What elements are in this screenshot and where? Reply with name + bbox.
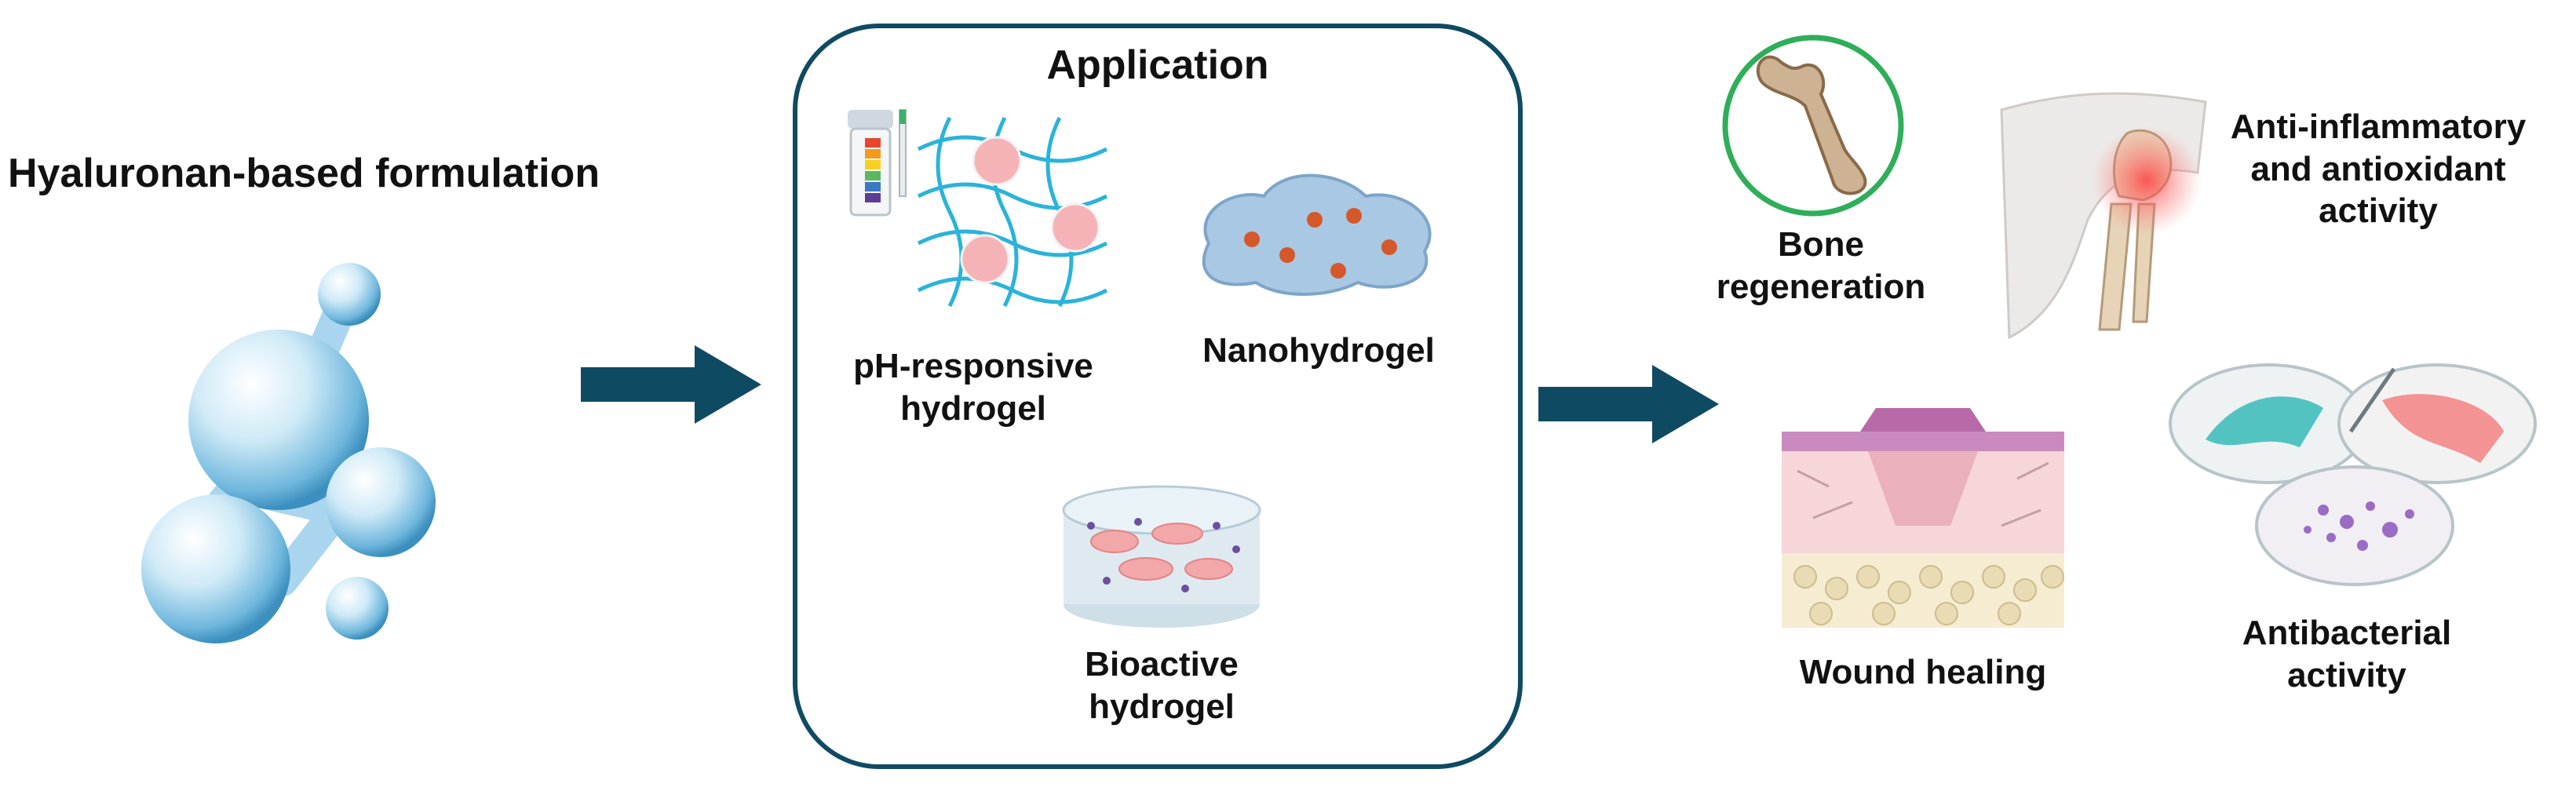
ph-responsive-hydrogel-label: pH-responsive hydrogel	[848, 345, 1099, 429]
nanohydrogel-label: Nanohydrogel	[1202, 331, 1435, 370]
hyaluronan-droplets-illustration	[141, 263, 436, 643]
formulation-title: Hyaluronan-based formulation	[8, 151, 600, 196]
bone-icon	[1722, 35, 1904, 217]
bioactive-hydrogel-icon	[1062, 485, 1261, 628]
skin-wound-icon	[1782, 408, 2064, 628]
ph-label-line2: hydrogel	[900, 388, 1046, 428]
antibacterial-line2: activity	[2287, 655, 2406, 694]
bioactive-label-line2: hydrogel	[1089, 687, 1235, 726]
antibacterial-line1: Antibacterial	[2242, 614, 2452, 652]
petri-dishes-icon	[2169, 363, 2537, 586]
bioactive-label-line1: Bioactive	[1085, 645, 1239, 683]
ph-strip-icon	[848, 109, 907, 217]
arrow-to-application	[581, 345, 761, 424]
antibacterial-label: Antibacterial activity	[2190, 612, 2504, 696]
arrow-to-outcomes	[1538, 365, 1719, 443]
application-box	[793, 24, 1523, 769]
ph-label-line1: pH-responsive	[853, 347, 1093, 385]
inflamed-knee-icon	[2000, 92, 2207, 340]
bone-label-line2: regeneration	[1716, 267, 1926, 306]
ph-hydrogel-network-icon	[917, 116, 1108, 308]
anti-inflammatory-label: Anti-inflammatory and antioxidant activi…	[2190, 106, 2567, 232]
bone-regeneration-label: Bone regeneration	[1703, 224, 1939, 308]
anti-inflammatory-line3: activity	[2319, 191, 2438, 231]
anti-inflammatory-line2: and antioxidant	[2250, 149, 2506, 188]
application-title: Application	[1046, 42, 1269, 88]
bioactive-hydrogel-label: Bioactive hydrogel	[1036, 643, 1287, 727]
anti-inflammatory-line1: Anti-inflammatory	[2230, 108, 2527, 146]
wound-healing-label: Wound healing	[1799, 653, 2047, 691]
bone-label-line1: Bone	[1778, 225, 1864, 264]
nanohydrogel-icon	[1202, 173, 1432, 296]
